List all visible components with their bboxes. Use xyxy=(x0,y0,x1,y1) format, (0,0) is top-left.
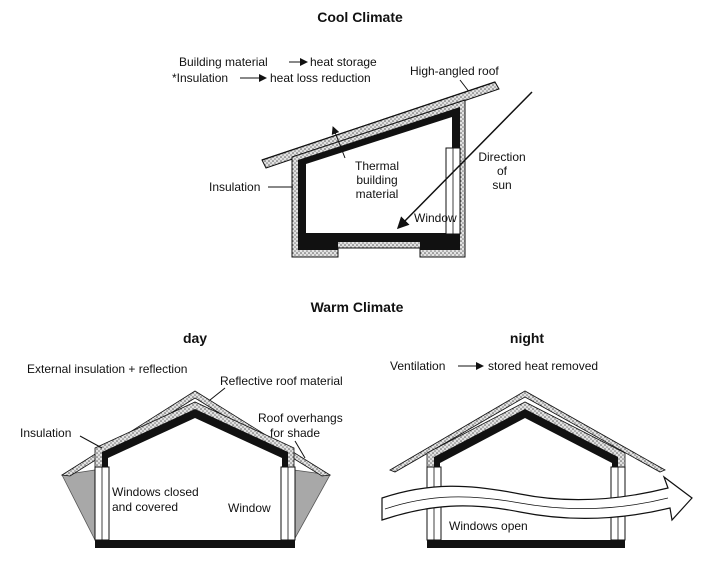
sun-direction-arrow xyxy=(396,91,533,230)
overhang-label-2: for shade xyxy=(270,426,320,440)
warm-day-section: day External insulation + reflection Ref… xyxy=(20,330,343,548)
note-heat-loss: heat loss reduction xyxy=(270,71,371,85)
overhang-label-1: Roof overhangs xyxy=(258,411,343,425)
day-reflective-roof xyxy=(60,390,332,477)
day-insulation-label: Insulation xyxy=(20,426,71,440)
windows-open-label: Windows open xyxy=(449,519,528,533)
reflective-leader xyxy=(209,387,226,401)
thermal-label-1: Thermal xyxy=(355,159,399,173)
windows-closed-label-1: Windows closed xyxy=(112,485,199,499)
right-shade-wedge xyxy=(293,469,331,542)
ventilation-flow-arrow xyxy=(381,475,693,522)
cool-climate-title: Cool Climate xyxy=(317,9,403,25)
cool-climate-section: Cool Climate Building material heat stor… xyxy=(172,9,533,258)
ventilation-label: Ventilation xyxy=(390,359,445,373)
overhang-leader xyxy=(294,440,306,459)
day-window-label: Window xyxy=(228,501,271,515)
day-floor xyxy=(95,540,295,548)
note-insulation: *Insulation xyxy=(172,71,228,85)
night-roof xyxy=(389,390,666,473)
sun-label-2: of xyxy=(497,164,508,178)
day-heading: day xyxy=(183,330,207,346)
thermal-label-3: material xyxy=(356,187,399,201)
night-floor xyxy=(427,540,625,548)
note-building-material: Building material xyxy=(179,55,268,69)
cool-insulation-label: Insulation xyxy=(209,180,260,194)
cool-window-label: Window xyxy=(414,211,457,225)
warm-climate-title: Warm Climate xyxy=(311,299,404,315)
external-insulation-label: External insulation + reflection xyxy=(27,362,187,376)
day-insulation-leader xyxy=(79,435,103,449)
cool-interior xyxy=(306,117,452,233)
stored-heat-label: stored heat removed xyxy=(488,359,598,373)
night-heading: night xyxy=(510,330,545,346)
windows-closed-label-2: and covered xyxy=(112,500,178,514)
roof-label: High-angled roof xyxy=(410,64,499,78)
warm-night-section: night Ventilation stored heat removed Wi… xyxy=(381,330,693,548)
sun-label-1: Direction xyxy=(478,150,525,164)
thermal-label-2: building xyxy=(356,173,397,187)
note-heat-storage: heat storage xyxy=(310,55,377,69)
thermal-leader xyxy=(331,126,346,159)
day-interior xyxy=(108,418,282,540)
left-shade-wedge xyxy=(61,469,96,541)
sun-label-3: sun xyxy=(492,178,511,192)
reflective-roof-label: Reflective roof material xyxy=(220,374,343,388)
